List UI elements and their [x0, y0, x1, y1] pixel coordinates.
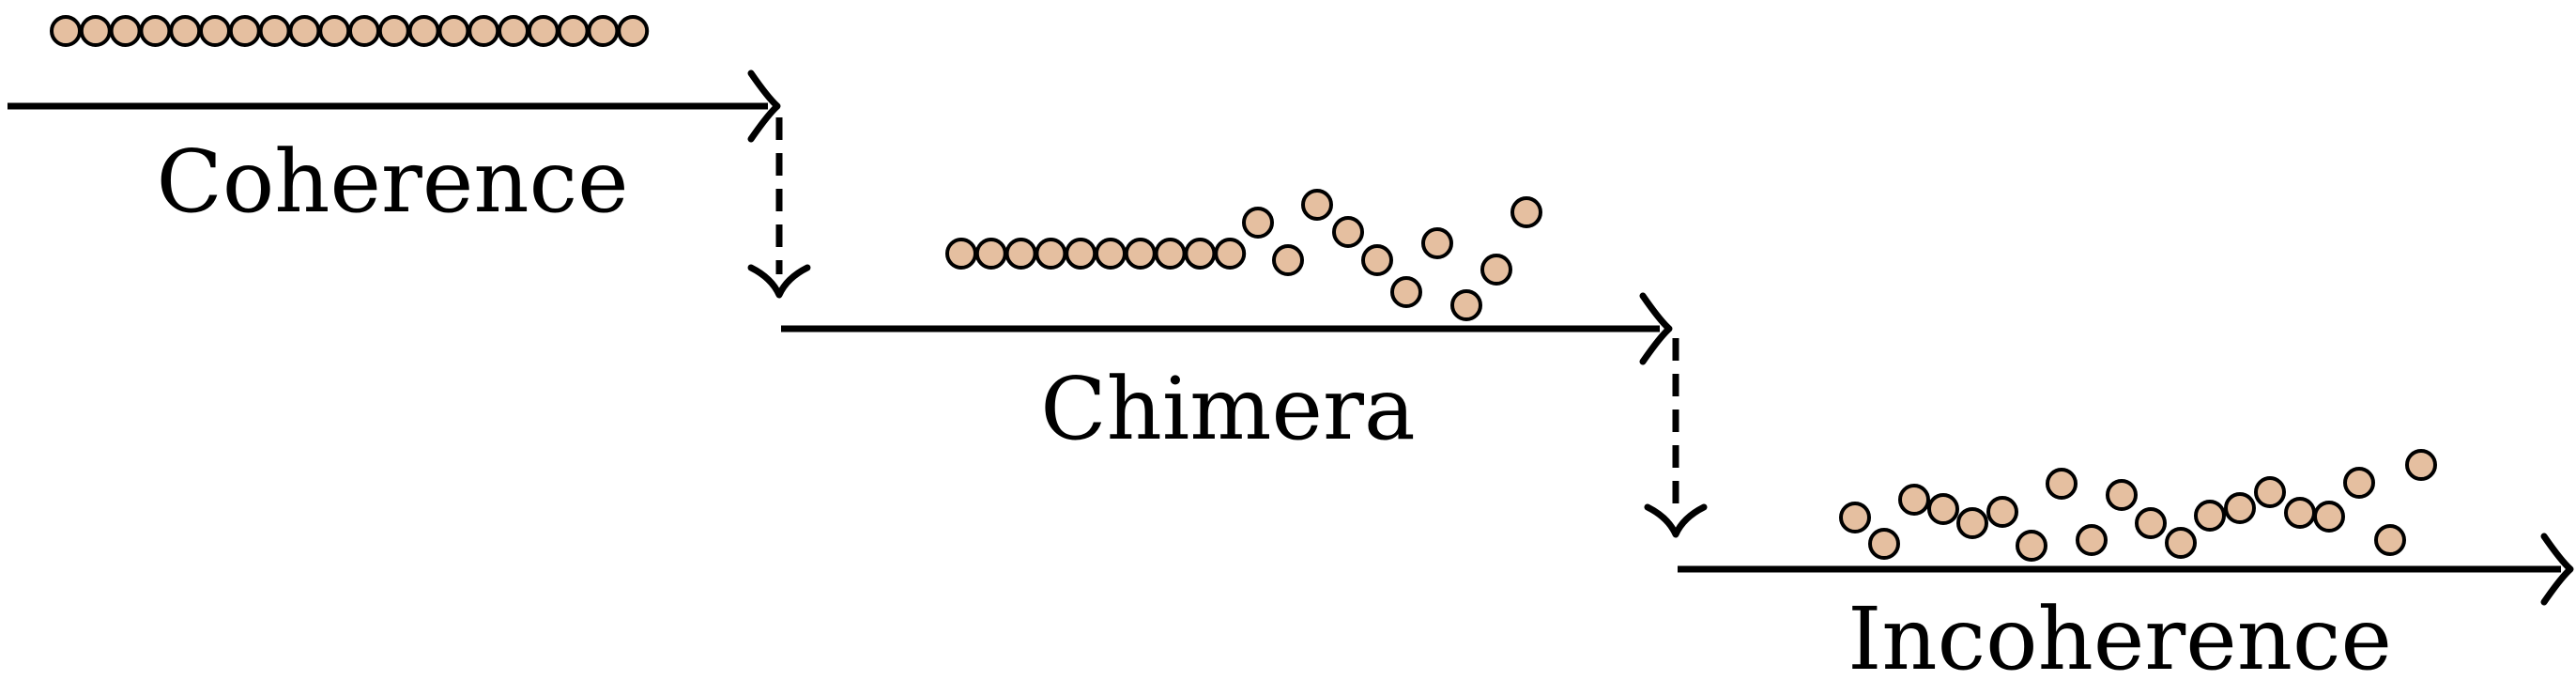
- incoherence-oscillator-15: [2254, 476, 2286, 508]
- coherence-oscillator-17: [527, 15, 560, 47]
- chimera-oscillator-5: [1065, 238, 1097, 270]
- incoherence-oscillator-14: [2224, 492, 2256, 524]
- chimera-oscillator-15: [1361, 244, 1393, 276]
- chimera-oscillator-4: [1035, 238, 1067, 270]
- coherence-oscillator-14: [437, 15, 470, 47]
- oscillators-incoherence: [1839, 449, 2437, 562]
- incoherence-oscillator-9: [2076, 524, 2108, 556]
- transition-coherence-to-chimera: [747, 117, 811, 299]
- transition-chimera-to-incoherence: [1644, 338, 1708, 538]
- chimera-oscillator-11: [1242, 207, 1274, 239]
- chimera-oscillator-14: [1332, 216, 1364, 248]
- coherence-oscillator-15: [468, 15, 500, 47]
- incoherence-oscillator-19: [2374, 524, 2406, 556]
- dashed-arrowhead-2: [1644, 503, 1708, 538]
- incoherence-oscillator-5: [1956, 507, 1988, 539]
- chimera-oscillator-1: [945, 238, 977, 270]
- coherence-oscillator-11: [348, 15, 380, 47]
- coherence-oscillator-19: [587, 15, 620, 47]
- chimera-oscillator-20: [1510, 196, 1542, 228]
- chimera-oscillator-12: [1272, 244, 1304, 276]
- coherence-oscillator-3: [109, 15, 142, 47]
- incoherence-oscillator-16: [2284, 497, 2316, 529]
- coherence-oscillator-12: [377, 15, 410, 47]
- coherence-oscillator-20: [617, 15, 650, 47]
- coherence-oscillator-9: [288, 15, 321, 47]
- chimera-oscillator-6: [1095, 238, 1127, 270]
- coherence-oscillator-10: [318, 15, 351, 47]
- chimera-oscillator-13: [1301, 189, 1333, 221]
- incoherence-oscillator-18: [2343, 467, 2375, 499]
- incoherence-oscillator-13: [2194, 500, 2226, 532]
- oscillators-chimera: [945, 189, 1542, 321]
- incoherence-oscillator-8: [2046, 468, 2078, 500]
- coherence-oscillator-4: [139, 15, 172, 47]
- chimera-oscillator-17: [1421, 227, 1453, 259]
- coherence-oscillator-6: [199, 15, 231, 47]
- arrowhead-coherence: [747, 70, 781, 143]
- arrowhead-chimera: [1639, 292, 1673, 365]
- incoherence-oscillator-12: [2165, 527, 2197, 559]
- coherence-oscillator-7: [228, 15, 261, 47]
- label-chimera: Chimera: [1040, 359, 1416, 459]
- coherence-oscillator-13: [407, 15, 440, 47]
- coherence-oscillator-8: [258, 15, 291, 47]
- incoherence-oscillator-2: [1868, 528, 1900, 560]
- incoherence-oscillator-7: [2016, 530, 2047, 562]
- incoherence-oscillator-20: [2405, 449, 2437, 481]
- chimera-oscillator-18: [1450, 289, 1482, 321]
- chimera-oscillator-19: [1480, 254, 1512, 286]
- chimera-oscillator-16: [1390, 276, 1422, 308]
- coherence-oscillator-5: [169, 15, 202, 47]
- chimera-oscillator-8: [1154, 238, 1187, 270]
- coherence-oscillator-2: [79, 15, 112, 47]
- chimera-oscillator-9: [1184, 238, 1217, 270]
- incoherence-oscillator-10: [2106, 479, 2138, 511]
- chimera-oscillator-10: [1214, 238, 1247, 270]
- incoherence-oscillator-1: [1839, 502, 1871, 533]
- chimera-oscillator-7: [1124, 238, 1157, 270]
- coherence-oscillator-16: [498, 15, 529, 47]
- chimera-oscillator-2: [974, 238, 1007, 270]
- stage-coherence: Coherence: [8, 15, 781, 232]
- oscillators-coherence: [50, 15, 650, 47]
- chimera-oscillator-3: [1004, 238, 1037, 270]
- coherence-oscillator-18: [557, 15, 590, 47]
- stage-incoherence: Incoherence: [1678, 449, 2574, 680]
- incoherence-oscillator-6: [1986, 496, 2018, 528]
- label-coherence: Coherence: [156, 131, 628, 232]
- dashed-arrowhead-1: [747, 264, 811, 299]
- incoherence-oscillator-17: [2313, 501, 2345, 533]
- arrowhead-incoherence: [2540, 533, 2574, 606]
- incoherence-oscillator-4: [1927, 493, 1959, 525]
- coherence-oscillator-1: [50, 15, 82, 47]
- label-incoherence: Incoherence: [1848, 589, 2392, 680]
- incoherence-oscillator-3: [1898, 484, 1930, 516]
- incoherence-oscillator-11: [2135, 507, 2167, 539]
- stage-chimera: Chimera: [781, 189, 1673, 459]
